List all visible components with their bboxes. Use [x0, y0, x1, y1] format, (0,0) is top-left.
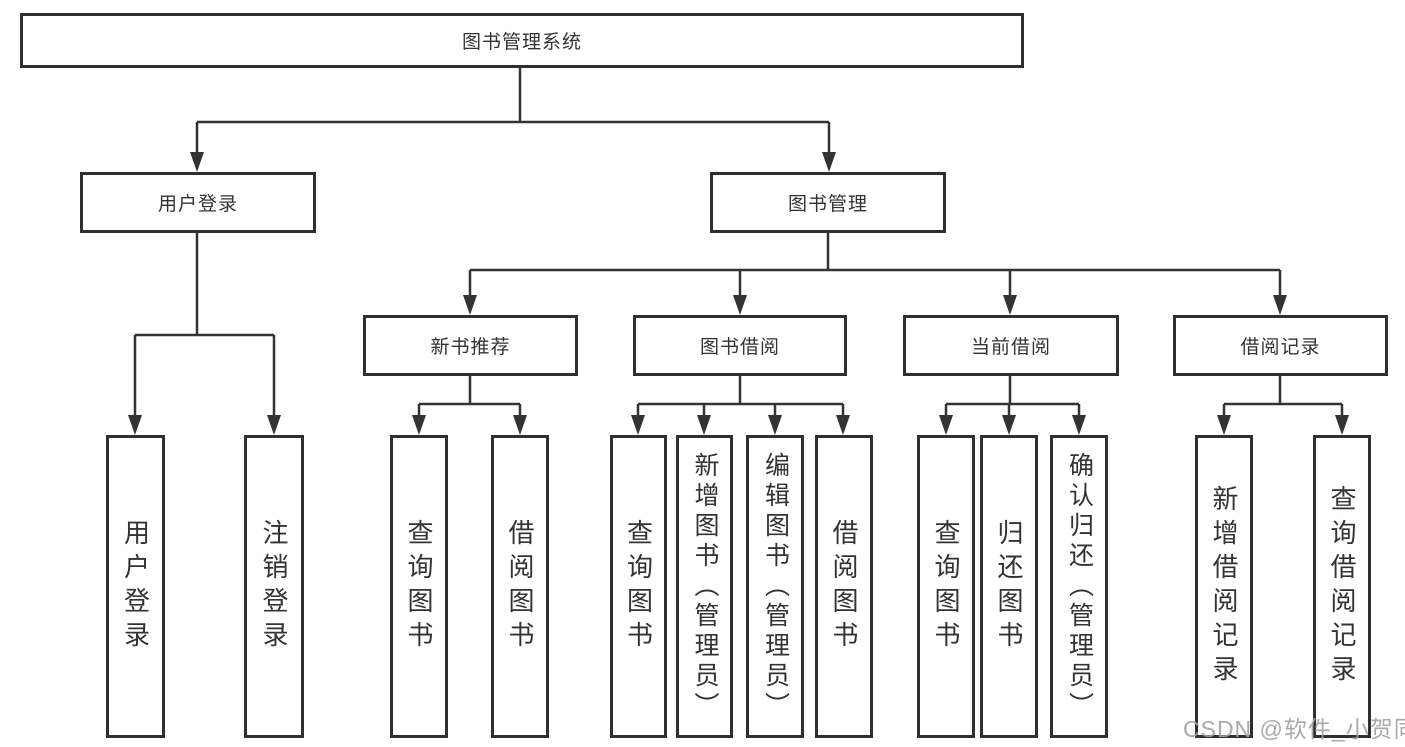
arrow-icon [1003, 295, 1017, 315]
node-root-system: 图书管理系统 [20, 13, 1024, 68]
connector-new-book-to-leaves [417, 376, 522, 417]
leaf-query-books-1: 查询图书 [390, 435, 448, 738]
leaf-query-books-2: 查询图书 [610, 435, 667, 738]
leaf-edit-books-admin: 编辑图书（管理员） [746, 435, 804, 738]
arrow-icon [822, 152, 836, 172]
connector-user-login-to-leaves [133, 233, 276, 417]
arrow-icon [513, 415, 527, 435]
arrow-icon [1335, 415, 1349, 435]
node-new-book-recommend: 新书推荐 [363, 315, 578, 376]
leaf-confirm-return-admin: 确认归还（管理员） [1050, 435, 1108, 738]
leaf-return-books: 归还图书 [980, 435, 1038, 738]
arrow-icon [412, 415, 426, 435]
arrow-icon [1217, 415, 1231, 435]
arrow-icon [768, 415, 782, 435]
arrowheads [128, 152, 1349, 435]
leaf-query-borrow-record: 查询借阅记录 [1313, 435, 1371, 738]
leaf-query-books-3: 查询图书 [917, 435, 975, 738]
arrow-icon [463, 295, 477, 315]
node-borrow-records: 借阅记录 [1173, 315, 1388, 376]
node-book-management: 图书管理 [710, 172, 946, 233]
arrow-icon [836, 415, 850, 435]
connector-current-borrow-to-leaves [944, 376, 1081, 417]
arrow-icon [631, 415, 645, 435]
connector-book-borrow-to-leaves [636, 376, 845, 417]
node-user-login: 用户登录 [80, 172, 316, 233]
node-current-borrow: 当前借阅 [903, 315, 1119, 376]
arrow-icon [190, 152, 204, 172]
arrow-icon [733, 295, 747, 315]
arrow-icon [1273, 295, 1287, 315]
arrow-icon [697, 415, 711, 435]
connector-borrow-records-to-leaves [1222, 376, 1344, 417]
leaf-borrow-books-1: 借阅图书 [491, 435, 549, 738]
arrow-icon [1002, 415, 1016, 435]
leaf-add-books-admin: 新增图书（管理员） [676, 435, 733, 738]
arrow-icon [939, 415, 953, 435]
leaf-user-login: 用户登录 [106, 435, 165, 738]
arrow-icon [267, 415, 281, 435]
leaf-logout: 注销登录 [244, 435, 304, 738]
connector-root-to-level2 [195, 68, 831, 154]
arrow-icon [1072, 415, 1086, 435]
arrow-icon [128, 415, 142, 435]
leaf-borrow-books-2: 借阅图书 [815, 435, 873, 738]
node-book-borrow: 图书借阅 [633, 315, 847, 376]
connector-book-mgmt-to-level3 [468, 233, 1282, 297]
leaf-add-borrow-record: 新增借阅记录 [1195, 435, 1253, 738]
csdn-watermark: CSDN @软件_小贺同学 [1183, 716, 1405, 742]
